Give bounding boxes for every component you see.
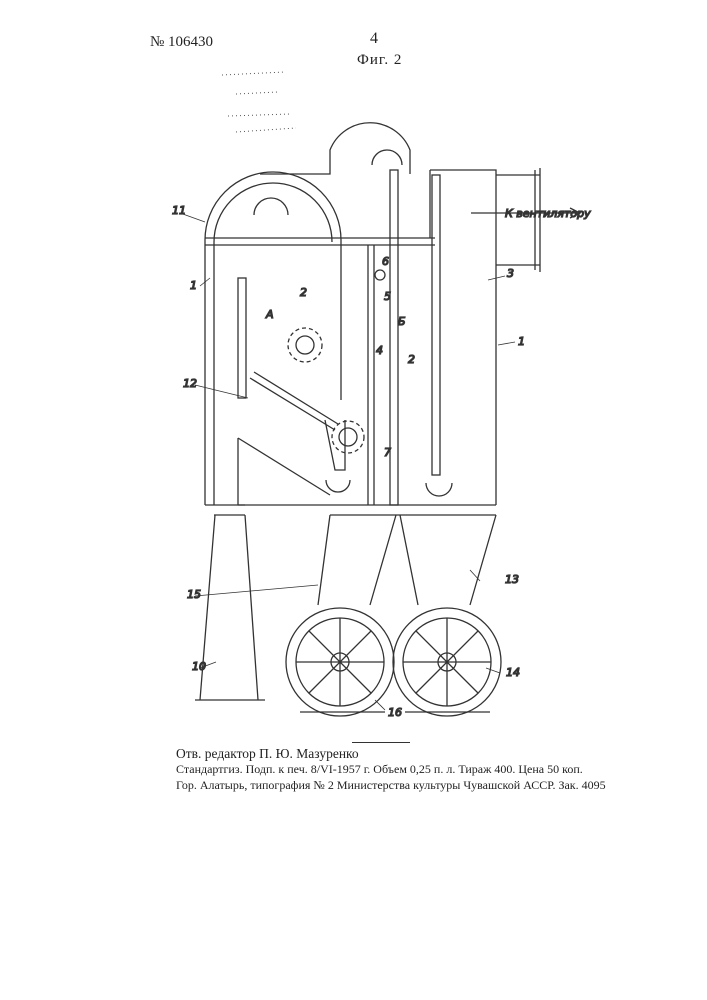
label-10: 10 [192,660,206,673]
zone-a-label: А [265,308,274,321]
label-12: 12 [183,377,197,390]
left-housing [205,123,410,515]
label-2-right: 2 [408,353,415,366]
internal-baffles [238,170,440,505]
label-16: 16 [388,706,402,719]
fan-outlet [496,168,540,272]
flow-arrows [254,150,580,496]
label-14: 14 [506,666,520,679]
label-5: 5 [384,290,391,303]
label-2-left: 2 [300,286,307,299]
label-3: 3 [507,267,514,280]
label-15: 15 [187,588,201,601]
leader-lines [180,213,515,710]
imprint-line-2: Гор. Алатырь, типография № 2 Министерств… [176,778,606,793]
wheels [286,608,501,716]
label-13: 13 [505,573,519,586]
label-1-left: 1 [190,279,197,292]
label-1-right: 1 [518,335,525,348]
zone-b-label: Б [398,315,406,328]
label-11: 11 [172,204,186,217]
main-body [205,170,496,515]
imprint-line-1: Стандартгиз. Подп. к печ. 8/VI-1957 г. О… [176,762,583,777]
label-4: 4 [376,344,383,357]
footer-rule [352,742,410,743]
ink-smudges [222,72,296,132]
editor-line: Отв. редактор П. Ю. Мазуренко [176,746,359,762]
label-6: 6 [382,255,389,268]
label-7: 7 [384,446,391,459]
fan-label: К вентилятору [505,207,591,220]
